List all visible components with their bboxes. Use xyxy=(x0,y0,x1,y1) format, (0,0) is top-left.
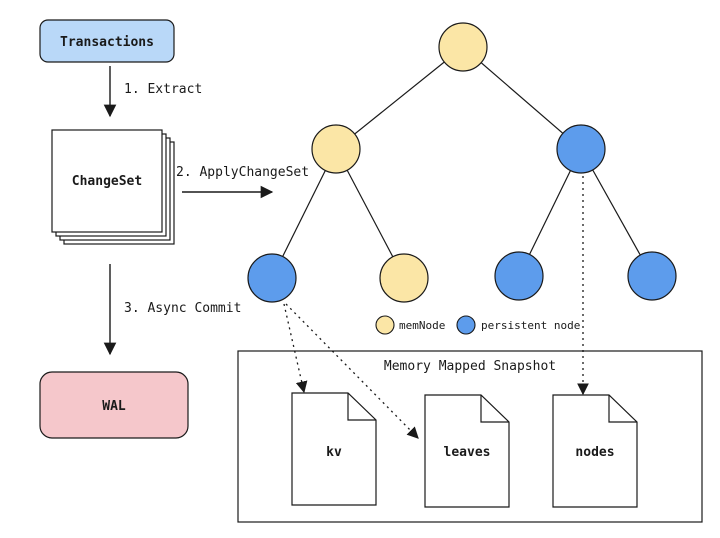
legend-persistent-swatch xyxy=(456,315,476,335)
leaf-mem-node xyxy=(379,253,429,303)
edge-root-right xyxy=(462,46,582,150)
legend-mem-swatch xyxy=(375,315,395,335)
left-mem-node xyxy=(311,124,361,174)
right-persistent-node xyxy=(556,124,606,174)
snapshot-title: Memory Mapped Snapshot xyxy=(384,359,556,374)
file-leaves: leaves xyxy=(424,394,510,508)
file-nodes: nodes xyxy=(552,394,638,508)
dotted-pointers xyxy=(283,176,589,439)
legend-mem-label: memNode xyxy=(399,319,445,332)
legend: memNode persistent node xyxy=(375,315,580,335)
changeset-label: ChangeSet xyxy=(72,174,142,189)
edge-root-left xyxy=(335,46,464,150)
changeset-stack: ChangeSet xyxy=(51,129,175,245)
leaf-persistent-node-3 xyxy=(627,251,677,301)
wal-label: WAL xyxy=(102,399,126,414)
extract-label: 1. Extract xyxy=(124,82,202,97)
pointer-to-leaves xyxy=(285,303,419,439)
file-kv-label: kv xyxy=(326,445,342,460)
wal-box: WAL xyxy=(39,371,189,439)
leaf-persistent-node-1 xyxy=(247,253,297,303)
root-mem-node xyxy=(438,22,488,72)
leaf-persistent-node-2 xyxy=(494,251,544,301)
transactions-box: Transactions xyxy=(39,19,175,63)
file-nodes-label: nodes xyxy=(575,445,614,460)
transactions-label: Transactions xyxy=(60,35,154,50)
commit-label: 3. Async Commit xyxy=(124,301,241,316)
pointer-to-kv xyxy=(283,303,308,394)
snapshot-container xyxy=(237,350,703,523)
file-kv: kv xyxy=(291,392,377,506)
apply-label: 2. ApplyChangeSet xyxy=(176,165,309,180)
file-leaves-label: leaves xyxy=(444,445,491,460)
legend-persistent-label: persistent node xyxy=(481,319,580,332)
